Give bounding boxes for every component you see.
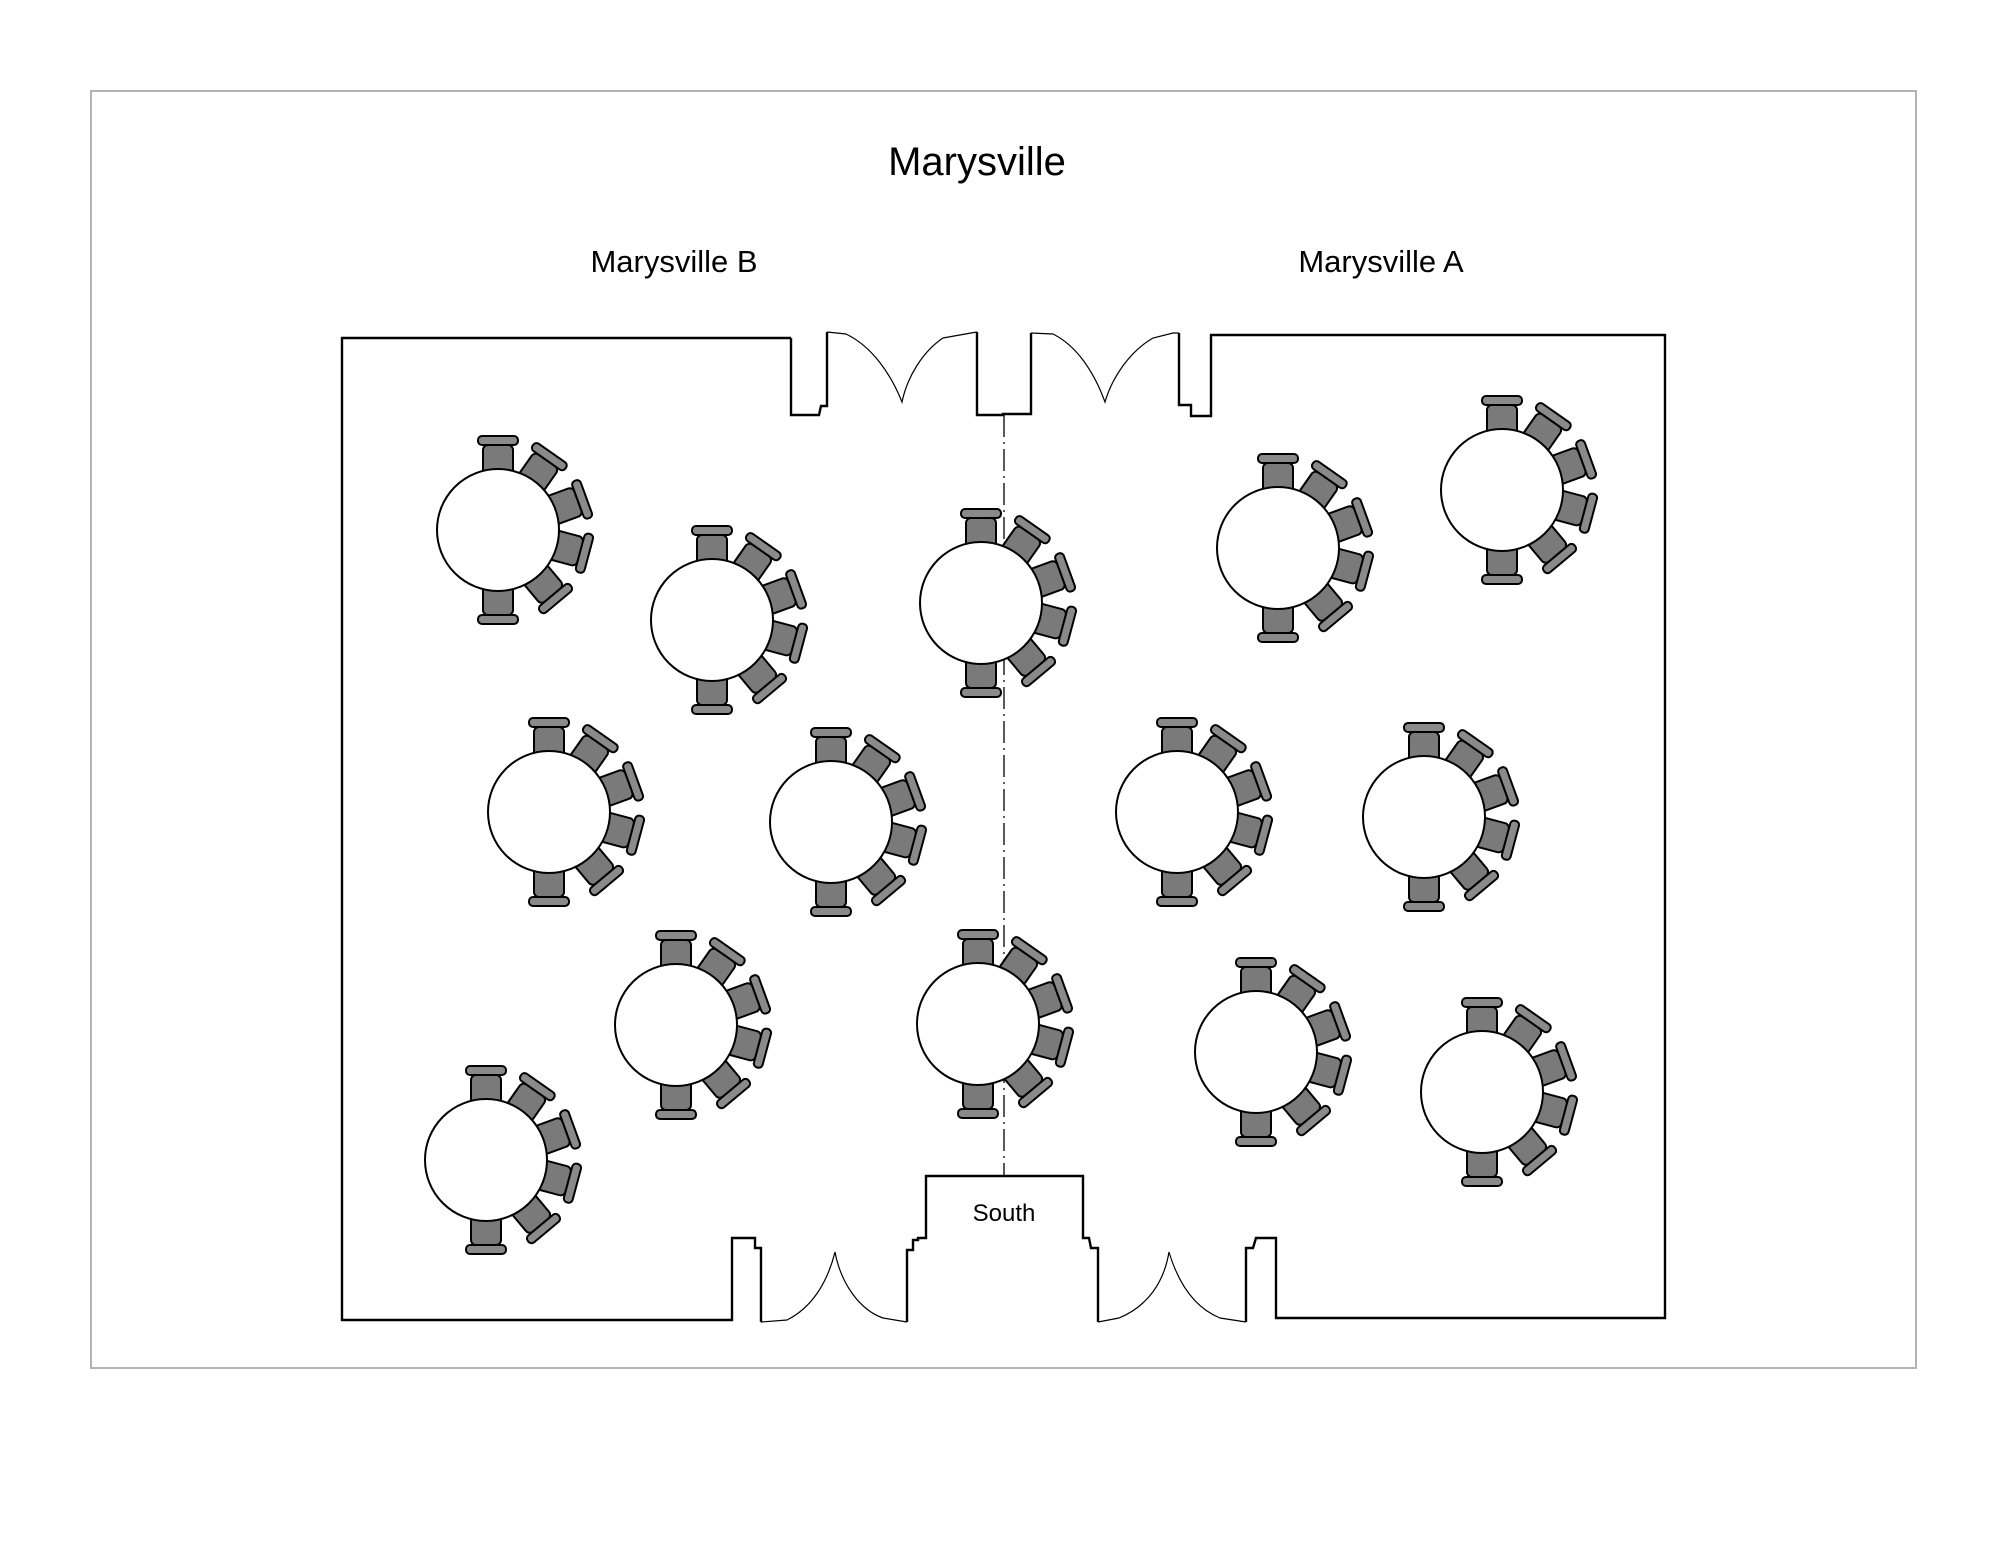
table-group	[436, 435, 595, 625]
chair-icon	[465, 1065, 507, 1106]
chair-icon	[1481, 544, 1523, 585]
chair-icon	[1005, 636, 1057, 688]
chair-icon	[851, 734, 901, 785]
table-group	[1216, 453, 1375, 643]
round-table-icon	[1362, 755, 1486, 879]
table-group	[650, 525, 809, 715]
chair-icon	[1526, 523, 1578, 575]
chair-icon	[691, 525, 733, 566]
chair-icon	[655, 930, 697, 971]
north-door-right	[1030, 332, 1179, 404]
chair-icon	[957, 929, 999, 970]
south-label: South	[973, 1200, 1036, 1227]
round-table-icon	[1420, 1030, 1544, 1154]
chair-icon	[960, 508, 1002, 549]
round-table-icon	[436, 468, 560, 592]
south-door-left	[760, 1251, 908, 1323]
double-door-icon	[1097, 1251, 1247, 1323]
chair-icon	[528, 866, 570, 907]
table-group	[919, 508, 1078, 698]
table-group	[769, 727, 928, 917]
double-door-icon	[826, 331, 978, 405]
table-group	[1420, 997, 1579, 1187]
round-table-icon	[650, 558, 774, 682]
table-group	[614, 930, 773, 1120]
double-door-icon	[760, 1251, 908, 1323]
chair-icon	[1403, 722, 1445, 763]
chair-icon	[960, 657, 1002, 698]
chair-icon	[1461, 997, 1503, 1038]
plan-title: Marysville	[888, 140, 1066, 184]
double-door-icon	[1030, 332, 1179, 404]
round-table-icon	[487, 750, 611, 874]
chair-icon	[528, 717, 570, 758]
chair-icon	[1403, 871, 1445, 912]
table-group	[487, 717, 646, 907]
round-table-icon	[769, 760, 893, 884]
table-group	[1115, 717, 1274, 907]
round-table-icon	[916, 962, 1040, 1086]
room-outline	[340, 332, 1667, 1322]
chair-icon	[598, 811, 646, 856]
chair-icon	[522, 563, 574, 615]
chair-icon	[957, 1078, 999, 1119]
round-table-icon	[1115, 750, 1239, 874]
page-frame	[90, 90, 1917, 1369]
north-door-left	[826, 331, 978, 405]
table-group	[424, 1065, 583, 1255]
chair-icon	[1156, 866, 1198, 907]
table-group	[1362, 722, 1521, 912]
table-group	[1194, 957, 1353, 1147]
round-table-icon	[1194, 990, 1318, 1114]
table-group	[916, 929, 1075, 1119]
chair-icon	[691, 674, 733, 715]
round-table-icon	[424, 1098, 548, 1222]
round-table-icon	[614, 963, 738, 1087]
chair-icon	[1235, 957, 1277, 998]
chair-icon	[1156, 717, 1198, 758]
chair-icon	[1257, 453, 1299, 494]
room-label-marysville-b: Marysville B	[590, 244, 757, 279]
south-door-right	[1097, 1251, 1247, 1323]
table-group	[1440, 395, 1599, 585]
round-table-icon	[1216, 486, 1340, 610]
round-table-icon	[919, 541, 1043, 665]
round-table-icon	[1440, 428, 1564, 552]
room-label-marysville-a: Marysville A	[1298, 244, 1464, 279]
tables-layer	[424, 395, 1599, 1255]
